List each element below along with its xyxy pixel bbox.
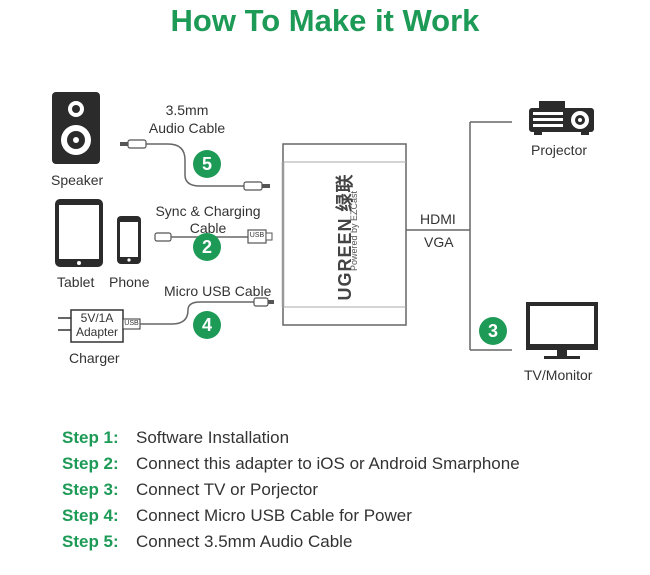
- tablet-label: Tablet: [57, 274, 95, 290]
- step-text: Connect 3.5mm Audio Cable: [136, 532, 353, 551]
- sync-cable-label-line1: Sync & Charging: [155, 203, 261, 219]
- charger-icon: [58, 309, 141, 343]
- micro-usb-cable: [140, 297, 274, 325]
- step-key: Step 3:: [62, 480, 119, 499]
- projector-icon: [529, 101, 594, 135]
- adapter-label-rating: 5V/1A: [80, 311, 114, 325]
- sync-cable: [154, 229, 273, 244]
- speaker-label: Speaker: [51, 172, 104, 188]
- display-connection: [406, 121, 512, 351]
- step-text: Connect Micro USB Cable for Power: [136, 506, 412, 525]
- step-text: Software Installation: [136, 428, 290, 447]
- phone-icon: [117, 216, 141, 264]
- micro-usb-cable-label: Micro USB Cable: [164, 283, 272, 299]
- sync-usb-label: USB: [249, 232, 265, 239]
- steps-list: Step 1: Software Installation Step 2: Conn…: [62, 428, 520, 558]
- step-item: Step 2: Connect this adapter to iOS or An…: [62, 454, 520, 480]
- step-text: Connect this adapter to iOS or Android S…: [136, 454, 520, 473]
- audio-cable-label-line1: 3.5mm: [165, 102, 209, 118]
- adapter-usb-label: USB: [124, 320, 139, 327]
- audio-cable: [120, 139, 270, 191]
- charger-label: Charger: [69, 350, 120, 366]
- port-vga-label: VGA: [424, 234, 454, 250]
- sync-cable-label-line2: Cable: [189, 220, 227, 236]
- speaker-icon: [52, 92, 100, 164]
- tv-label: TV/Monitor: [524, 367, 593, 383]
- step-item: Step 1: Software Installation: [62, 428, 520, 454]
- projector-label: Projector: [531, 142, 588, 158]
- step-key: Step 1:: [62, 428, 119, 447]
- connection-diagram: [52, 92, 598, 359]
- step-text: Connect TV or Porjector: [136, 480, 319, 499]
- adapter-label-name: Adapter: [75, 325, 119, 339]
- step-key: Step 5:: [62, 532, 119, 551]
- audio-cable-label-line2: Audio Cable: [148, 120, 226, 136]
- step-badge-2: 2: [193, 233, 221, 261]
- phone-label: Phone: [109, 274, 150, 290]
- tablet-icon: [55, 199, 103, 267]
- port-hdmi-label: HDMI: [420, 211, 456, 227]
- hub-powered-by: Powered by EZCast: [349, 190, 359, 272]
- step-badge-4: 4: [193, 311, 221, 339]
- hub-device: [281, 143, 407, 326]
- step-item: Step 3: Connect TV or Porjector: [62, 480, 520, 506]
- step-item: Step 5: Connect 3.5mm Audio Cable: [62, 532, 520, 558]
- step-badge-3: 3: [479, 317, 507, 345]
- step-key: Step 4:: [62, 506, 119, 525]
- step-key: Step 2:: [62, 454, 119, 473]
- tv-icon: [526, 302, 598, 359]
- step-item: Step 4: Connect Micro USB Cable for Power: [62, 506, 520, 532]
- page-title: How To Make it Work: [170, 3, 480, 38]
- step-badge-5: 5: [193, 150, 221, 178]
